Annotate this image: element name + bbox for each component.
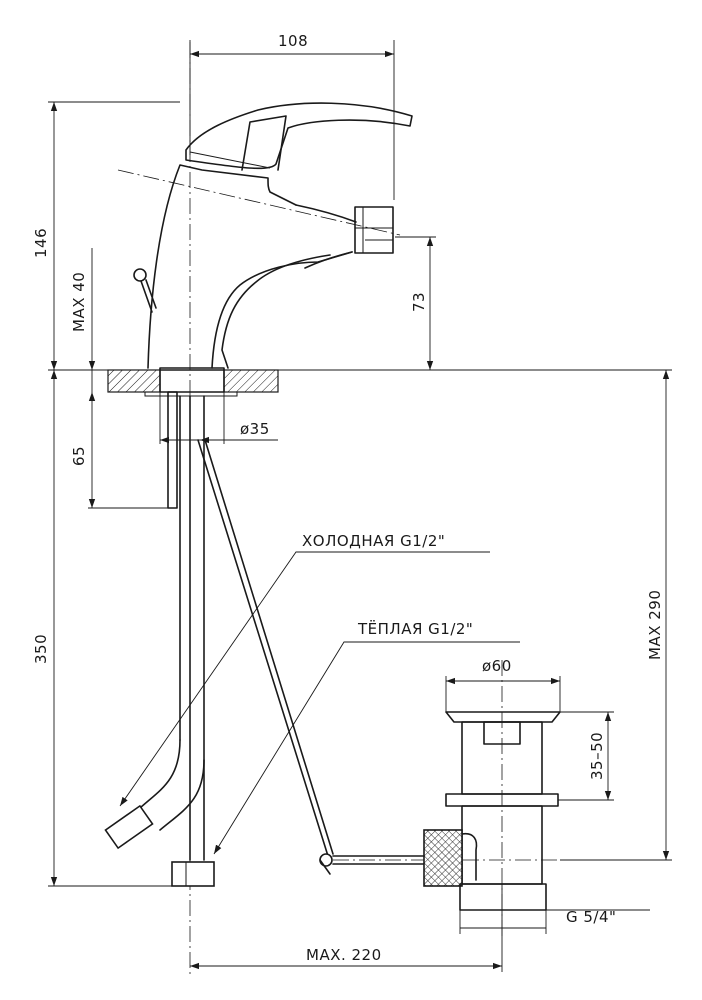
dim-max-40: MAX 40 <box>70 272 88 332</box>
dim-108: 108 <box>278 32 308 50</box>
mixer-body <box>133 102 413 393</box>
shank-and-hoses <box>104 391 425 887</box>
label-cold: ХОЛОДНАЯ G1/2" <box>302 532 445 550</box>
dim-35-50: 35–50 <box>588 732 606 780</box>
label-warm: ТЁПЛАЯ G1/2" <box>357 619 473 638</box>
dim-350: 350 <box>32 634 50 664</box>
dim-g-5-4: G 5/4" <box>566 908 616 926</box>
dim-d60: ø60 <box>482 657 512 675</box>
dim-146: 146 <box>32 228 50 258</box>
dim-d35: ø35 <box>240 420 270 438</box>
dimension-lines <box>48 40 672 972</box>
dim-max-220: MAX. 220 <box>306 946 382 964</box>
countertop-section <box>107 369 279 397</box>
dim-max-290: MAX 290 <box>646 590 664 660</box>
dim-73: 73 <box>410 292 428 312</box>
centerlines <box>117 42 560 975</box>
dimension-texts: 108 146 MAX 40 73 ø35 65 350 MAX 290 ø60… <box>32 32 664 964</box>
pop-up-drain <box>423 711 561 911</box>
dim-65: 65 <box>70 446 88 466</box>
